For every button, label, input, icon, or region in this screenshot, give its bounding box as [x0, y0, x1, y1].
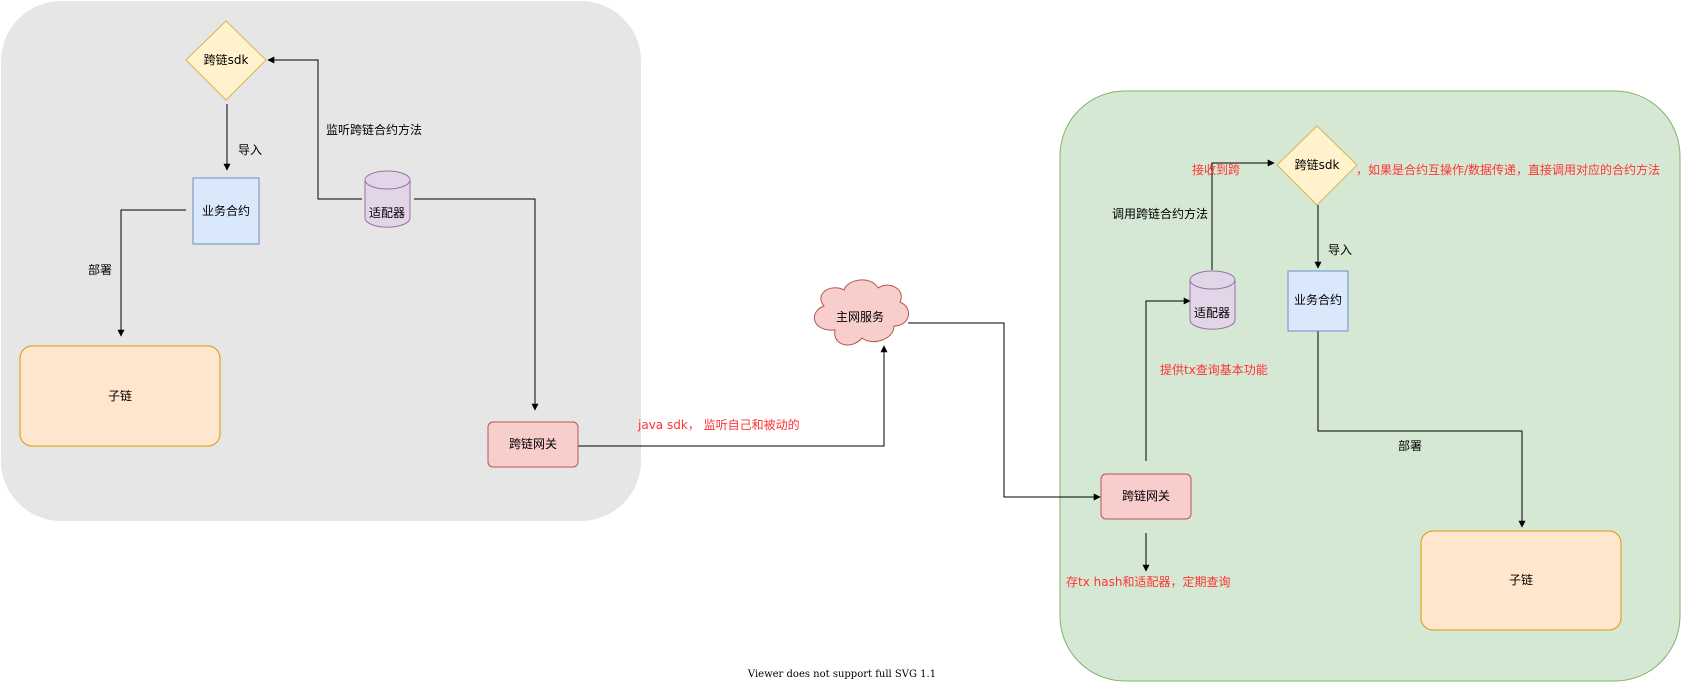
right-gateway-label: 跨链网关: [1122, 488, 1170, 503]
edge-right-adapter-to-sdk: [1211, 159, 1275, 270]
right-contract-node: 业务合约: [1287, 270, 1349, 332]
left-gateway-node: 跨链网关: [487, 421, 579, 468]
right-subchain-node: 子链: [1420, 530, 1622, 631]
right-receive-note-left: 接收到跨: [1192, 162, 1240, 177]
left-subchain-label: 子链: [108, 388, 132, 403]
mainnet-label: 主网服务: [836, 309, 884, 324]
mainnet-cloud-node: 主网服务: [813, 279, 909, 346]
right-subchain-label: 子链: [1509, 572, 1533, 587]
edge-left-adapter-to-gateway: [414, 198, 539, 411]
right-deploy-label: 部署: [1398, 438, 1422, 453]
right-adapter-node: 适配器: [1189, 270, 1236, 330]
right-adapter-label: 适配器: [1194, 306, 1230, 320]
edge-right-gateway-to-adapter: [1145, 297, 1191, 461]
left-import-label: 导入: [238, 143, 262, 157]
edge-left-contract-to-subchain: [117, 209, 186, 337]
right-import-label: 导入: [1328, 243, 1352, 257]
left-adapter-node: 适配器: [364, 170, 411, 228]
java-sdk-note: java sdk， 监听自己和被动的: [637, 417, 800, 432]
edge-left-adapter-to-sdk: [267, 56, 362, 200]
left-sdk-label: 跨链sdk: [204, 52, 249, 67]
right-sdk-label: 跨链sdk: [1295, 157, 1340, 172]
left-contract-node: 业务合约: [192, 177, 260, 245]
right-call-label: 调用跨链合约方法: [1112, 206, 1208, 221]
left-gateway-label: 跨链网关: [509, 436, 557, 451]
viewer-warning-footer: Viewer does not support full SVG 1.1: [747, 669, 936, 680]
edge-mainnet-to-right-gateway: [908, 322, 1101, 501]
right-gateway-node: 跨链网关: [1100, 473, 1192, 520]
right-contract-label: 业务合约: [1294, 292, 1342, 307]
right-store-tx-note: 存tx hash和适配器，定期查询: [1066, 574, 1230, 589]
left-sdk-node: 跨链sdk: [185, 20, 267, 101]
left-contract-label: 业务合约: [202, 203, 250, 218]
right-provide-tx-note: 提供tx查询基本功能: [1160, 362, 1268, 377]
right-receive-note-right: ，如果是合约互操作/数据传递，直接调用对应的合约方法: [1356, 162, 1660, 177]
left-subchain-node: 子链: [19, 345, 221, 447]
edge-left-gateway-to-mainnet: [578, 345, 888, 447]
edge-right-contract-to-subchain: [1317, 331, 1526, 528]
left-adapter-label: 适配器: [369, 206, 405, 220]
right-sdk-node: 跨链sdk: [1276, 125, 1358, 206]
left-deploy-label: 部署: [88, 262, 112, 277]
left-listen-label: 监听跨链合约方法: [326, 122, 422, 137]
